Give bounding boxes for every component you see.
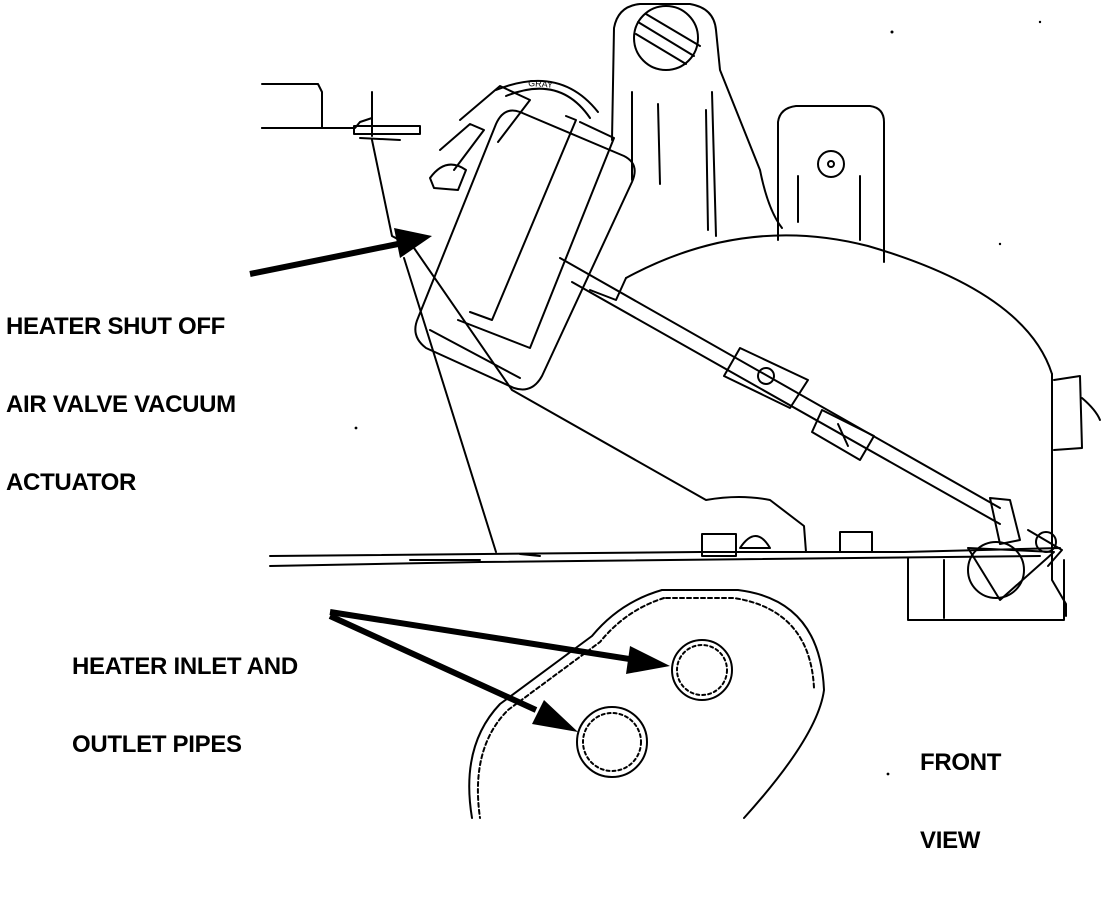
outlet-pipe-arrowhead	[626, 646, 670, 674]
callout-line: HEATER INLET AND	[72, 653, 298, 680]
callout-line: OUTLET PIPES	[72, 731, 242, 758]
outlet-pipe-arrow	[329, 609, 637, 663]
heater-assembly-drawing: GRAY	[249, 3, 1101, 819]
outlet-pipe	[671, 639, 733, 701]
view-label-line: VIEW	[920, 827, 981, 854]
upper-left-housing	[261, 83, 421, 141]
actuator-rod	[559, 257, 1001, 525]
right-mounting-bracket	[777, 105, 885, 263]
inlet-pipe-arrow	[328, 613, 538, 713]
scan-specks	[354, 20, 1042, 776]
inlet-pipe-arrowhead	[532, 700, 578, 732]
callout-line: HEATER SHUT OFF	[6, 313, 226, 340]
top-mounting-bracket	[611, 3, 783, 237]
arrowheads	[394, 228, 670, 732]
air-valve-lever	[967, 497, 1063, 601]
actuator-arrowhead	[394, 228, 432, 258]
diagram-canvas: GRAY HEATER SHUT OFF AIR VALVE VACUUM AC…	[6, 3, 1101, 854]
view-label: FRONT VIEW	[920, 698, 1001, 906]
view-label-line: FRONT	[920, 749, 1002, 776]
actuator-callout-label: HEATER SHUT OFF AIR VALVE VACUUM ACTUATO…	[6, 262, 236, 548]
vacuum-actuator	[414, 79, 636, 391]
callout-arrows	[249, 241, 637, 713]
actuator-arrow	[249, 241, 399, 277]
inlet-pipe	[576, 706, 648, 778]
hose-tag-label: GRAY	[528, 78, 553, 90]
heater-case	[269, 139, 1101, 621]
callout-line: ACTUATOR	[6, 469, 137, 496]
pipes-callout-label: HEATER INLET AND OUTLET PIPES	[72, 602, 298, 810]
callout-line: AIR VALVE VACUUM	[6, 391, 236, 418]
heater-core-plate	[468, 589, 825, 819]
